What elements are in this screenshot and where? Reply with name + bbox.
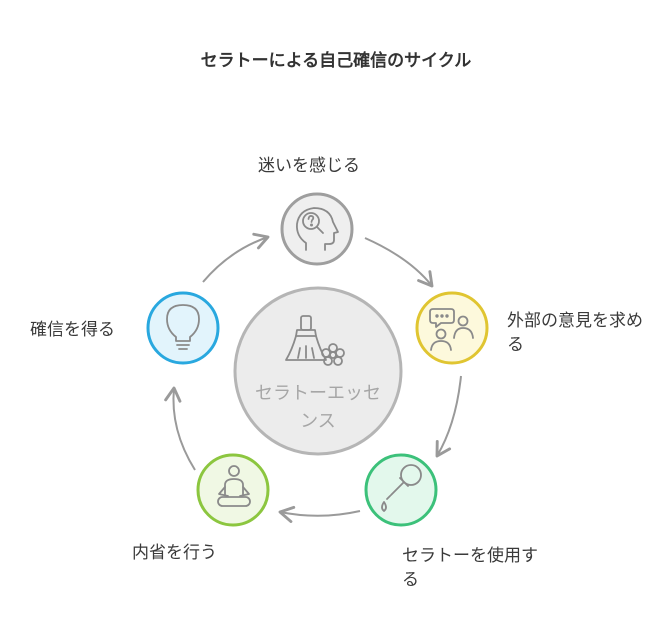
step1-circle xyxy=(280,192,354,266)
dropper-icon xyxy=(381,464,422,512)
arrow-step2-to-step3 xyxy=(435,375,462,458)
question-head-icon xyxy=(296,207,339,251)
lightbulb-icon xyxy=(166,304,200,350)
center-circle xyxy=(233,286,403,456)
meditation-icon xyxy=(217,465,251,507)
center-label: セラトーエッセンス xyxy=(255,383,381,432)
diagram-title: セラトーによる自己確信のサイクル xyxy=(200,51,472,71)
arrow-step4-to-step5 xyxy=(164,386,196,471)
step2-circle xyxy=(415,291,489,365)
step4-circle xyxy=(196,453,270,527)
step5-label: 確信を得る xyxy=(30,320,115,340)
step5-circle xyxy=(146,291,220,365)
step3-circle xyxy=(364,453,438,527)
arrow-step3-to-step4 xyxy=(278,505,361,523)
people-chat-icon xyxy=(429,308,474,351)
step4-label: 内省を行う xyxy=(132,543,217,563)
step2-label: 外部の意見を求める xyxy=(507,311,643,355)
arrow-step5-to-step1 xyxy=(202,232,270,283)
broom-flower-icon xyxy=(285,315,345,366)
step3-label: セラトーを使用する xyxy=(402,546,538,590)
step1-label: 迷いを感じる xyxy=(258,156,360,176)
arrow-step1-to-step2 xyxy=(364,237,434,288)
